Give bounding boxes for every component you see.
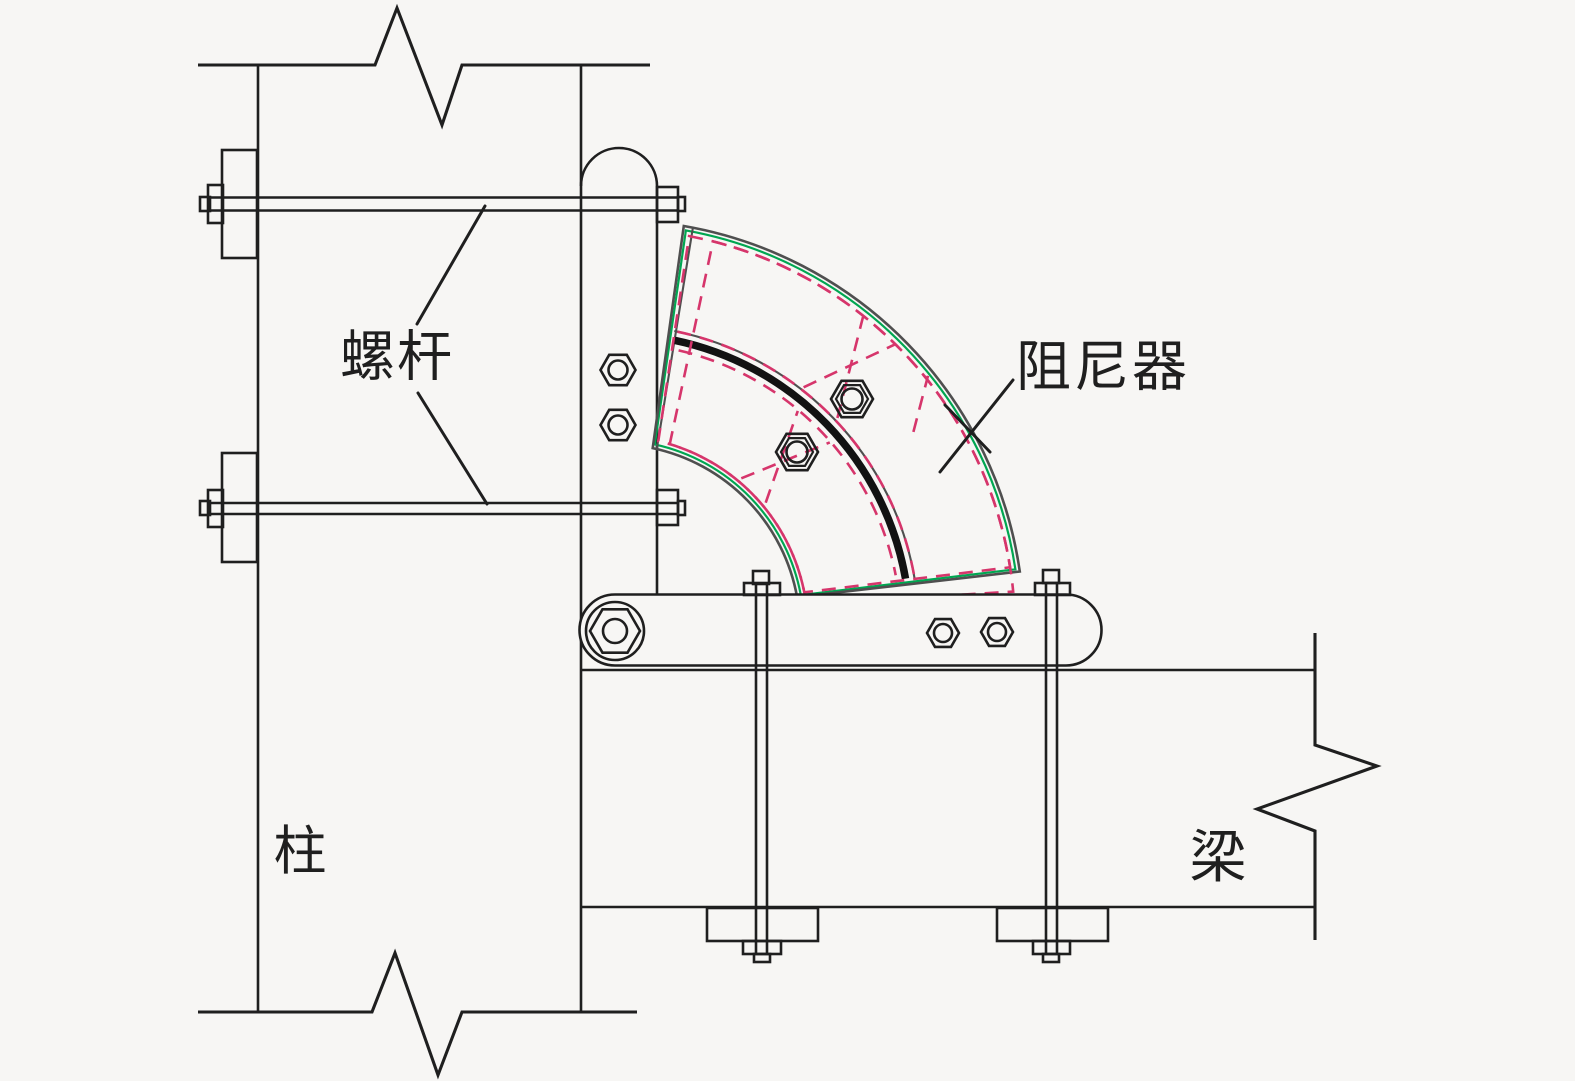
damper-fan — [651, 224, 1022, 606]
bar-hex-nut-hole — [986, 621, 1008, 643]
inner-pad-divider-b — [764, 410, 800, 504]
pivot-washer — [584, 600, 646, 662]
hex-nut-hole — [785, 440, 809, 464]
column — [198, 3, 650, 1080]
nut-right — [655, 488, 680, 527]
washer-plate — [220, 148, 259, 260]
damper-friction-arc — [673, 336, 910, 580]
outer-pad-divider-b — [836, 316, 865, 419]
bar-hex-nut — [925, 617, 961, 649]
hex-nut-hole — [840, 387, 864, 411]
rod-tip-right — [676, 195, 687, 213]
damper-mid-arc-dashed-outer — [677, 330, 916, 578]
pivot-bar — [578, 593, 1103, 667]
pivot-hex — [588, 607, 642, 655]
clamp-bolt-right — [995, 568, 1110, 964]
bottom-nut — [1031, 939, 1072, 956]
clamp-plate-top — [742, 581, 782, 597]
clamp-bolt-left — [705, 569, 820, 964]
damper-pad-outline-dashed-layer2 — [668, 239, 1015, 606]
pivot-bolt — [584, 600, 646, 662]
bar-hex-nut — [979, 616, 1015, 648]
hex-nut-inner — [779, 437, 815, 467]
damper-leader — [938, 378, 1015, 474]
outer-pad-divider-c — [912, 375, 930, 433]
damper-bolt-outer — [829, 379, 875, 419]
screw-rod-leader-bottom — [416, 391, 489, 506]
rod-tip — [198, 195, 212, 213]
column-top-break-line — [198, 3, 650, 130]
damper-mid-arc-dashed-inner — [678, 349, 897, 576]
hex-nut — [599, 353, 637, 387]
label-damper: 阻尼器 — [1016, 337, 1190, 398]
hex-nut-hole — [607, 359, 629, 381]
hex-nut — [599, 408, 637, 442]
washer-plate — [220, 451, 259, 564]
hex-nut-hole — [607, 414, 629, 436]
gusset-plate-round-top — [579, 146, 659, 187]
annotations: 螺杆 阻尼器 柱 梁 — [274, 204, 1247, 890]
clamp-plate-bottom — [995, 906, 1110, 943]
bottom-nut — [741, 939, 783, 956]
bolt-tip — [1041, 952, 1061, 964]
damper-bolt-inner — [774, 432, 820, 472]
label-beam: 梁 — [1190, 827, 1247, 890]
damper-outline — [651, 224, 1022, 599]
nut — [206, 183, 225, 225]
screw-rod-top — [198, 148, 687, 260]
gusset-plate — [579, 146, 659, 595]
hex-nut-inner — [834, 384, 870, 414]
beam-break-line — [1252, 633, 1382, 940]
rod-tip-right — [676, 499, 687, 517]
bolt-tip — [752, 952, 772, 964]
pivot-bar-body — [578, 593, 1103, 667]
nut — [206, 488, 225, 529]
bar-hex-nut-hole — [932, 622, 954, 644]
beam — [581, 633, 1382, 940]
label-column: 柱 — [274, 823, 327, 881]
damper-mid-arc-gray — [674, 329, 916, 580]
label-screw-rod: 螺杆 — [340, 327, 454, 388]
pivot-hole — [601, 617, 629, 645]
bolt-head — [1041, 568, 1061, 585]
outer-pad-divider-a — [803, 343, 895, 389]
hex-nut — [829, 379, 875, 419]
clamp-plate-bottom — [705, 906, 820, 943]
screw-rod-bottom — [198, 451, 687, 564]
hex-nut — [774, 432, 820, 472]
rod-tip — [198, 499, 212, 517]
gusset-plate-nuts — [599, 353, 637, 442]
nut-right — [655, 185, 680, 224]
column-bottom-break-line — [198, 948, 637, 1080]
damper-leader-tick — [943, 403, 992, 454]
clamp-plate-top — [1033, 581, 1072, 597]
damper-green-outline — [653, 229, 1017, 597]
screw-rod-leader-top — [415, 204, 487, 326]
